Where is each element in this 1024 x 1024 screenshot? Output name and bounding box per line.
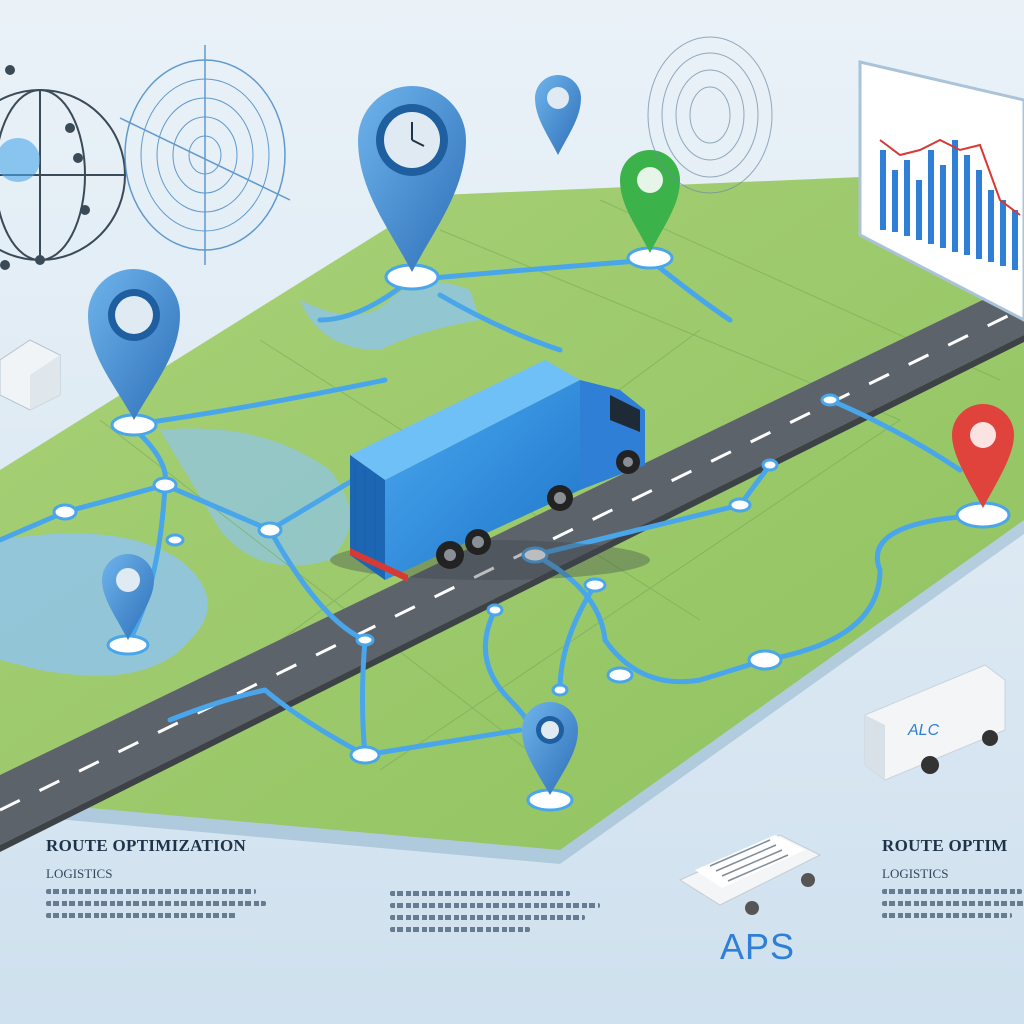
- caption-placeholder-lines: [882, 889, 1024, 918]
- map-pin-left[interactable]: [88, 269, 180, 437]
- network-globe-icon: [0, 65, 126, 270]
- caption-title: ROUTE OPTIMIZATION: [46, 836, 247, 855]
- device-box-icon: [0, 339, 61, 411]
- map-pin-bottom[interactable]: [522, 702, 578, 812]
- delivery-van-icon: ALC: [864, 664, 1006, 781]
- route-nodes: [52, 393, 840, 765]
- radar-icon: [119, 45, 291, 265]
- caption-subtitle: LOGISTICS: [882, 866, 949, 881]
- radar-icon-secondary: [647, 36, 773, 194]
- map-pin-large-clock[interactable]: [358, 86, 466, 291]
- caption-title: ROUTE OPTIM: [882, 836, 1008, 855]
- map-pin-red[interactable]: [952, 404, 1014, 529]
- map-pin-small-top[interactable]: [535, 75, 581, 155]
- map-pin-green[interactable]: [620, 150, 680, 270]
- caption-right: ROUTE OPTIM LOGISTICS: [882, 836, 1024, 925]
- map-pin-bottom-left[interactable]: [102, 554, 154, 656]
- van-logo: ALC: [907, 722, 940, 739]
- caption-subtitle: LOGISTICS: [46, 866, 113, 881]
- aps-label: APS: [720, 926, 796, 967]
- delivery-truck-icon: [330, 360, 650, 582]
- bar-chart-icon: [858, 60, 1024, 322]
- caption-placeholder-lines: [390, 891, 610, 932]
- caption-left: ROUTE OPTIMIZATION LOGISTICS: [46, 836, 376, 925]
- caption-middle: [390, 884, 610, 939]
- document-icon: [678, 834, 822, 915]
- caption-placeholder-lines: [46, 889, 376, 918]
